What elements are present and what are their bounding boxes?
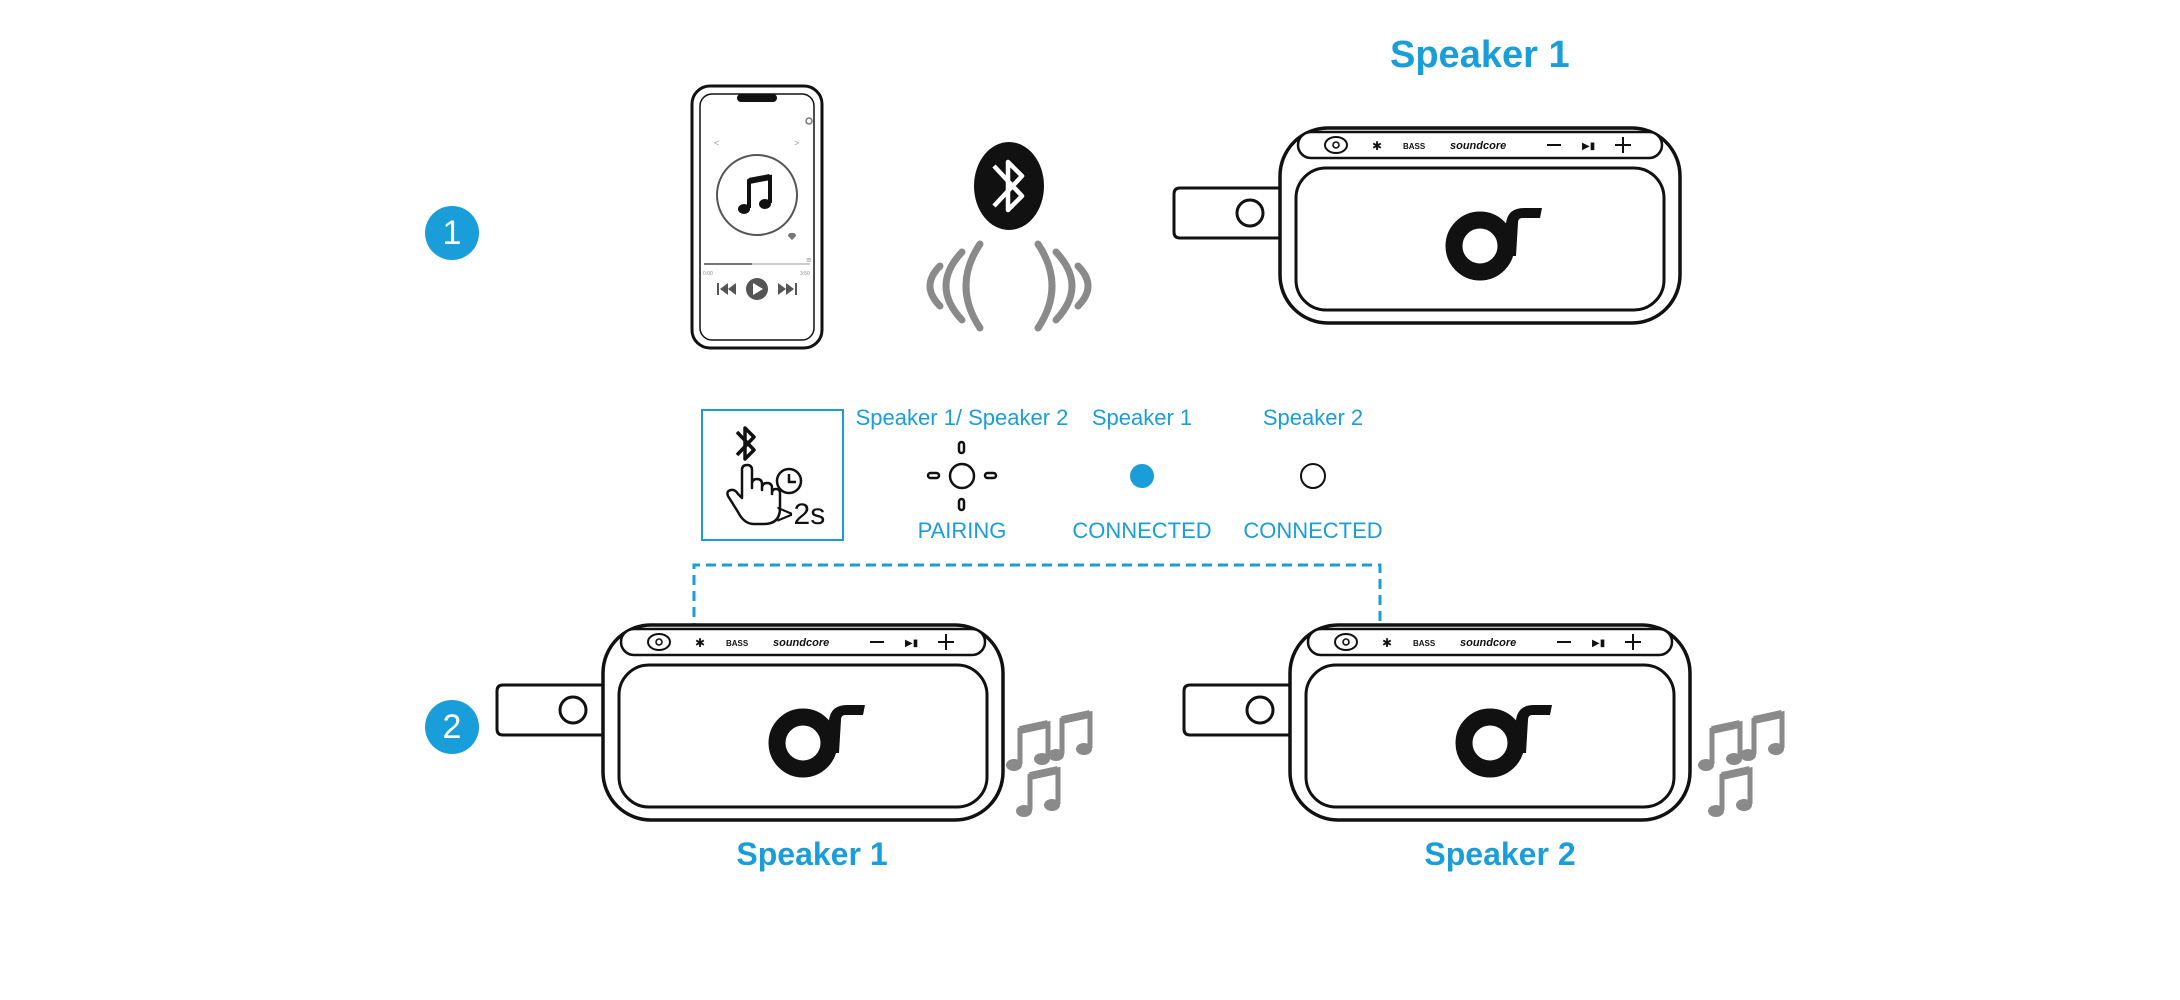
music-note-icon [738,174,772,214]
step-2-badge: 2 [425,700,479,754]
pairing-led-icon [926,440,998,512]
music-notes-left [1006,714,1092,817]
speaker1-state-label: CONNECTED [1072,518,1212,543]
svg-text:≡: ≡ [806,256,812,264]
bluetooth-icon [974,142,1044,230]
svg-text:<: < [714,138,719,148]
music-notes-right [1698,714,1784,817]
step-1-badge: 1 [425,206,479,260]
clock-icon [775,467,803,495]
hand-press-icon [726,463,782,526]
step2-speaker-1 [497,625,1003,820]
svg-text:>: > [794,138,799,148]
bluetooth-small-icon [735,426,756,461]
step1-speaker [1174,128,1680,323]
pairing-top-label: Speaker 1/ Speaker 2 [855,405,1069,430]
pairing-state-label: PAIRING [917,518,1007,543]
speaker-1-title: Speaker 1 [736,836,888,872]
pairing-instruction-box: >2s [701,409,844,541]
speaker1-top-label: Speaker 1 [1091,405,1193,430]
hold-time-label: >2s [776,498,825,531]
step2-speaker-2 [1184,625,1690,820]
speaker2-state-label: CONNECTED [1243,518,1383,543]
signal-waves-icon [926,240,1092,332]
phone-time-start: 0:00 [703,271,713,277]
speaker1-led-icon [1130,464,1154,488]
step1-speaker-title: Speaker 1 [1390,34,1570,76]
speaker-link-connector [692,563,1382,633]
speaker2-top-label: Speaker 2 [1262,405,1364,430]
phone-time-end: 3:50 [800,271,810,277]
speaker2-led-icon [1300,463,1326,489]
phone-illustration: < > 0:00 3:50 ≡ [690,84,824,350]
speaker-2-title: Speaker 2 [1424,836,1576,872]
